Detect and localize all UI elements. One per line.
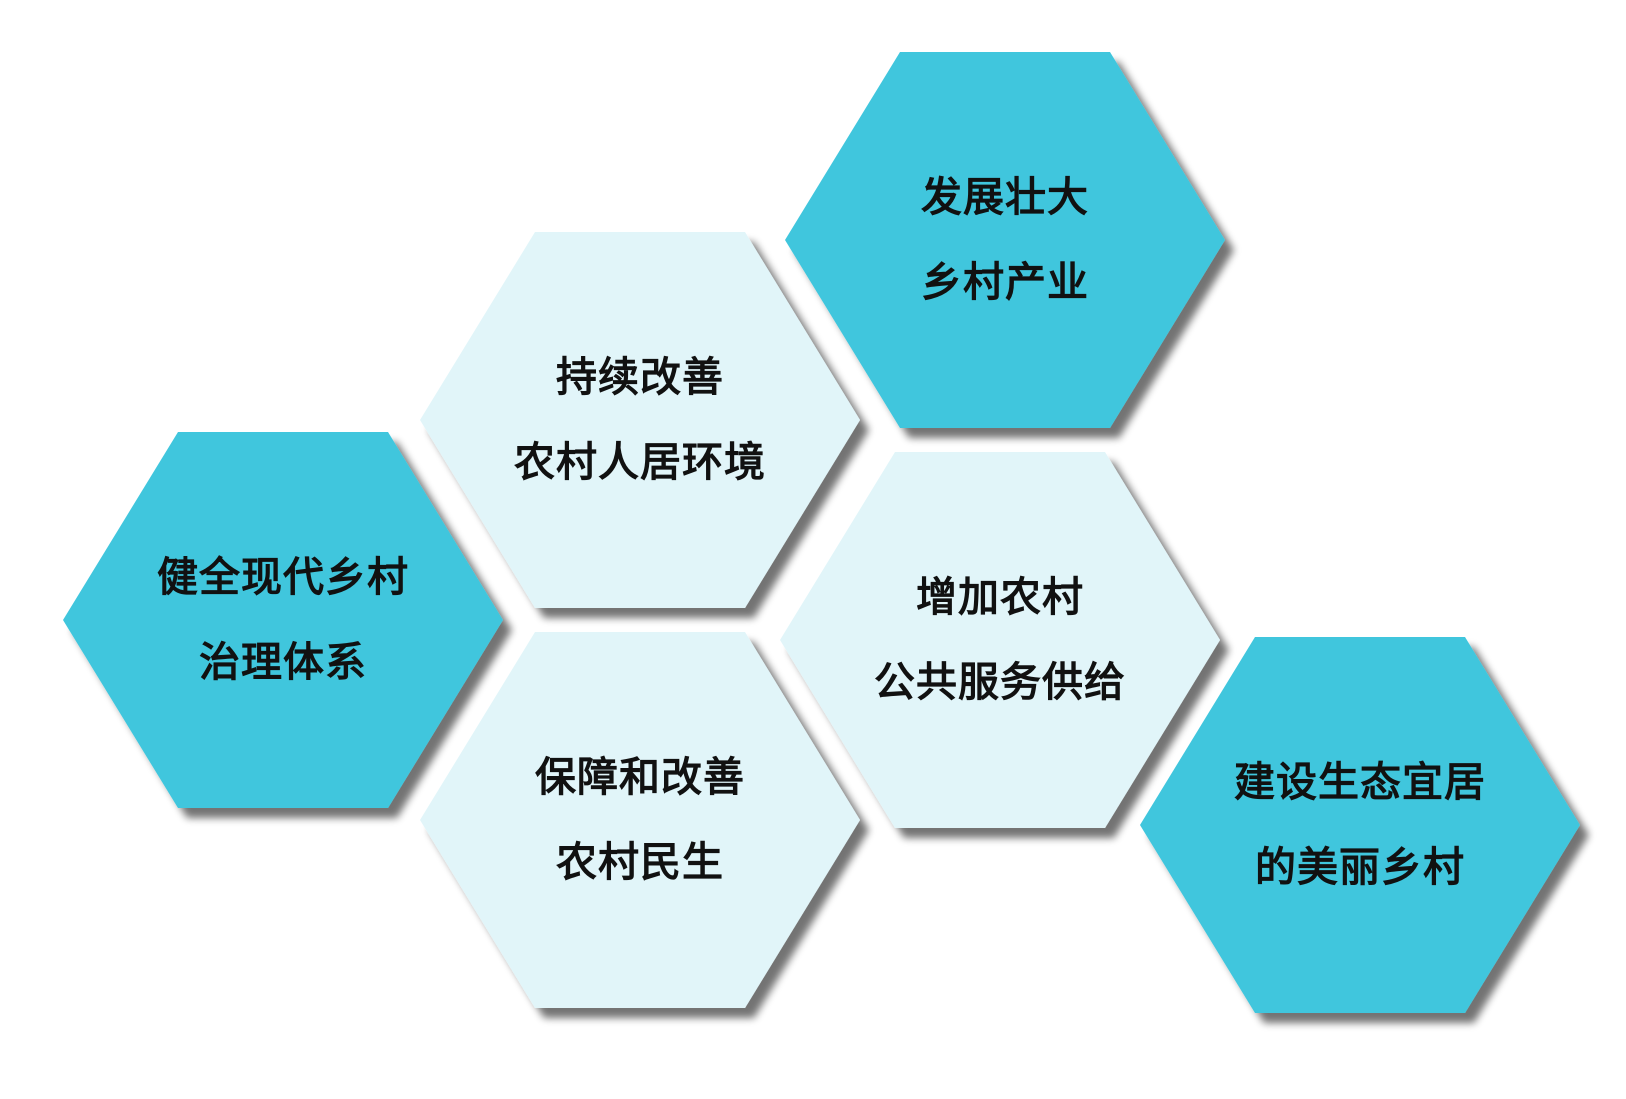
hexagon-environment xyxy=(420,232,860,608)
hex-label-environment: 持续改善 农村人居环境 xyxy=(514,335,766,505)
hex-line: 乡村产业 xyxy=(921,258,1089,306)
hex-line: 保障和改善 xyxy=(535,753,745,801)
hexagon-livelihood xyxy=(420,632,860,1008)
hex-line: 建设生态宜居 xyxy=(1234,758,1486,806)
hex-label-livelihood: 保障和改善 农村民生 xyxy=(535,735,745,905)
hex-line: 的美丽乡村 xyxy=(1255,843,1465,891)
hexagon-public-service xyxy=(780,452,1220,828)
hex-line: 发展壮大 xyxy=(921,173,1089,221)
hex-label-industry: 发展壮大 乡村产业 xyxy=(921,155,1089,325)
hex-label-public-service: 增加农村 公共服务供给 xyxy=(874,555,1126,725)
hex-line: 农村人居环境 xyxy=(514,438,766,486)
hex-line: 治理体系 xyxy=(199,638,367,686)
hex-line: 公共服务供给 xyxy=(874,658,1126,706)
hex-line: 持续改善 xyxy=(556,353,724,401)
hex-line: 农村民生 xyxy=(556,838,724,886)
hexagon-industry xyxy=(785,52,1225,428)
hexagon-governance xyxy=(63,432,503,808)
hex-label-governance: 健全现代乡村 治理体系 xyxy=(157,535,409,705)
hex-line: 增加农村 xyxy=(916,573,1084,621)
hex-line: 健全现代乡村 xyxy=(157,553,409,601)
hex-label-beautiful-village: 建设生态宜居 的美丽乡村 xyxy=(1234,740,1486,910)
hexagon-beautiful-village xyxy=(1140,637,1580,1013)
